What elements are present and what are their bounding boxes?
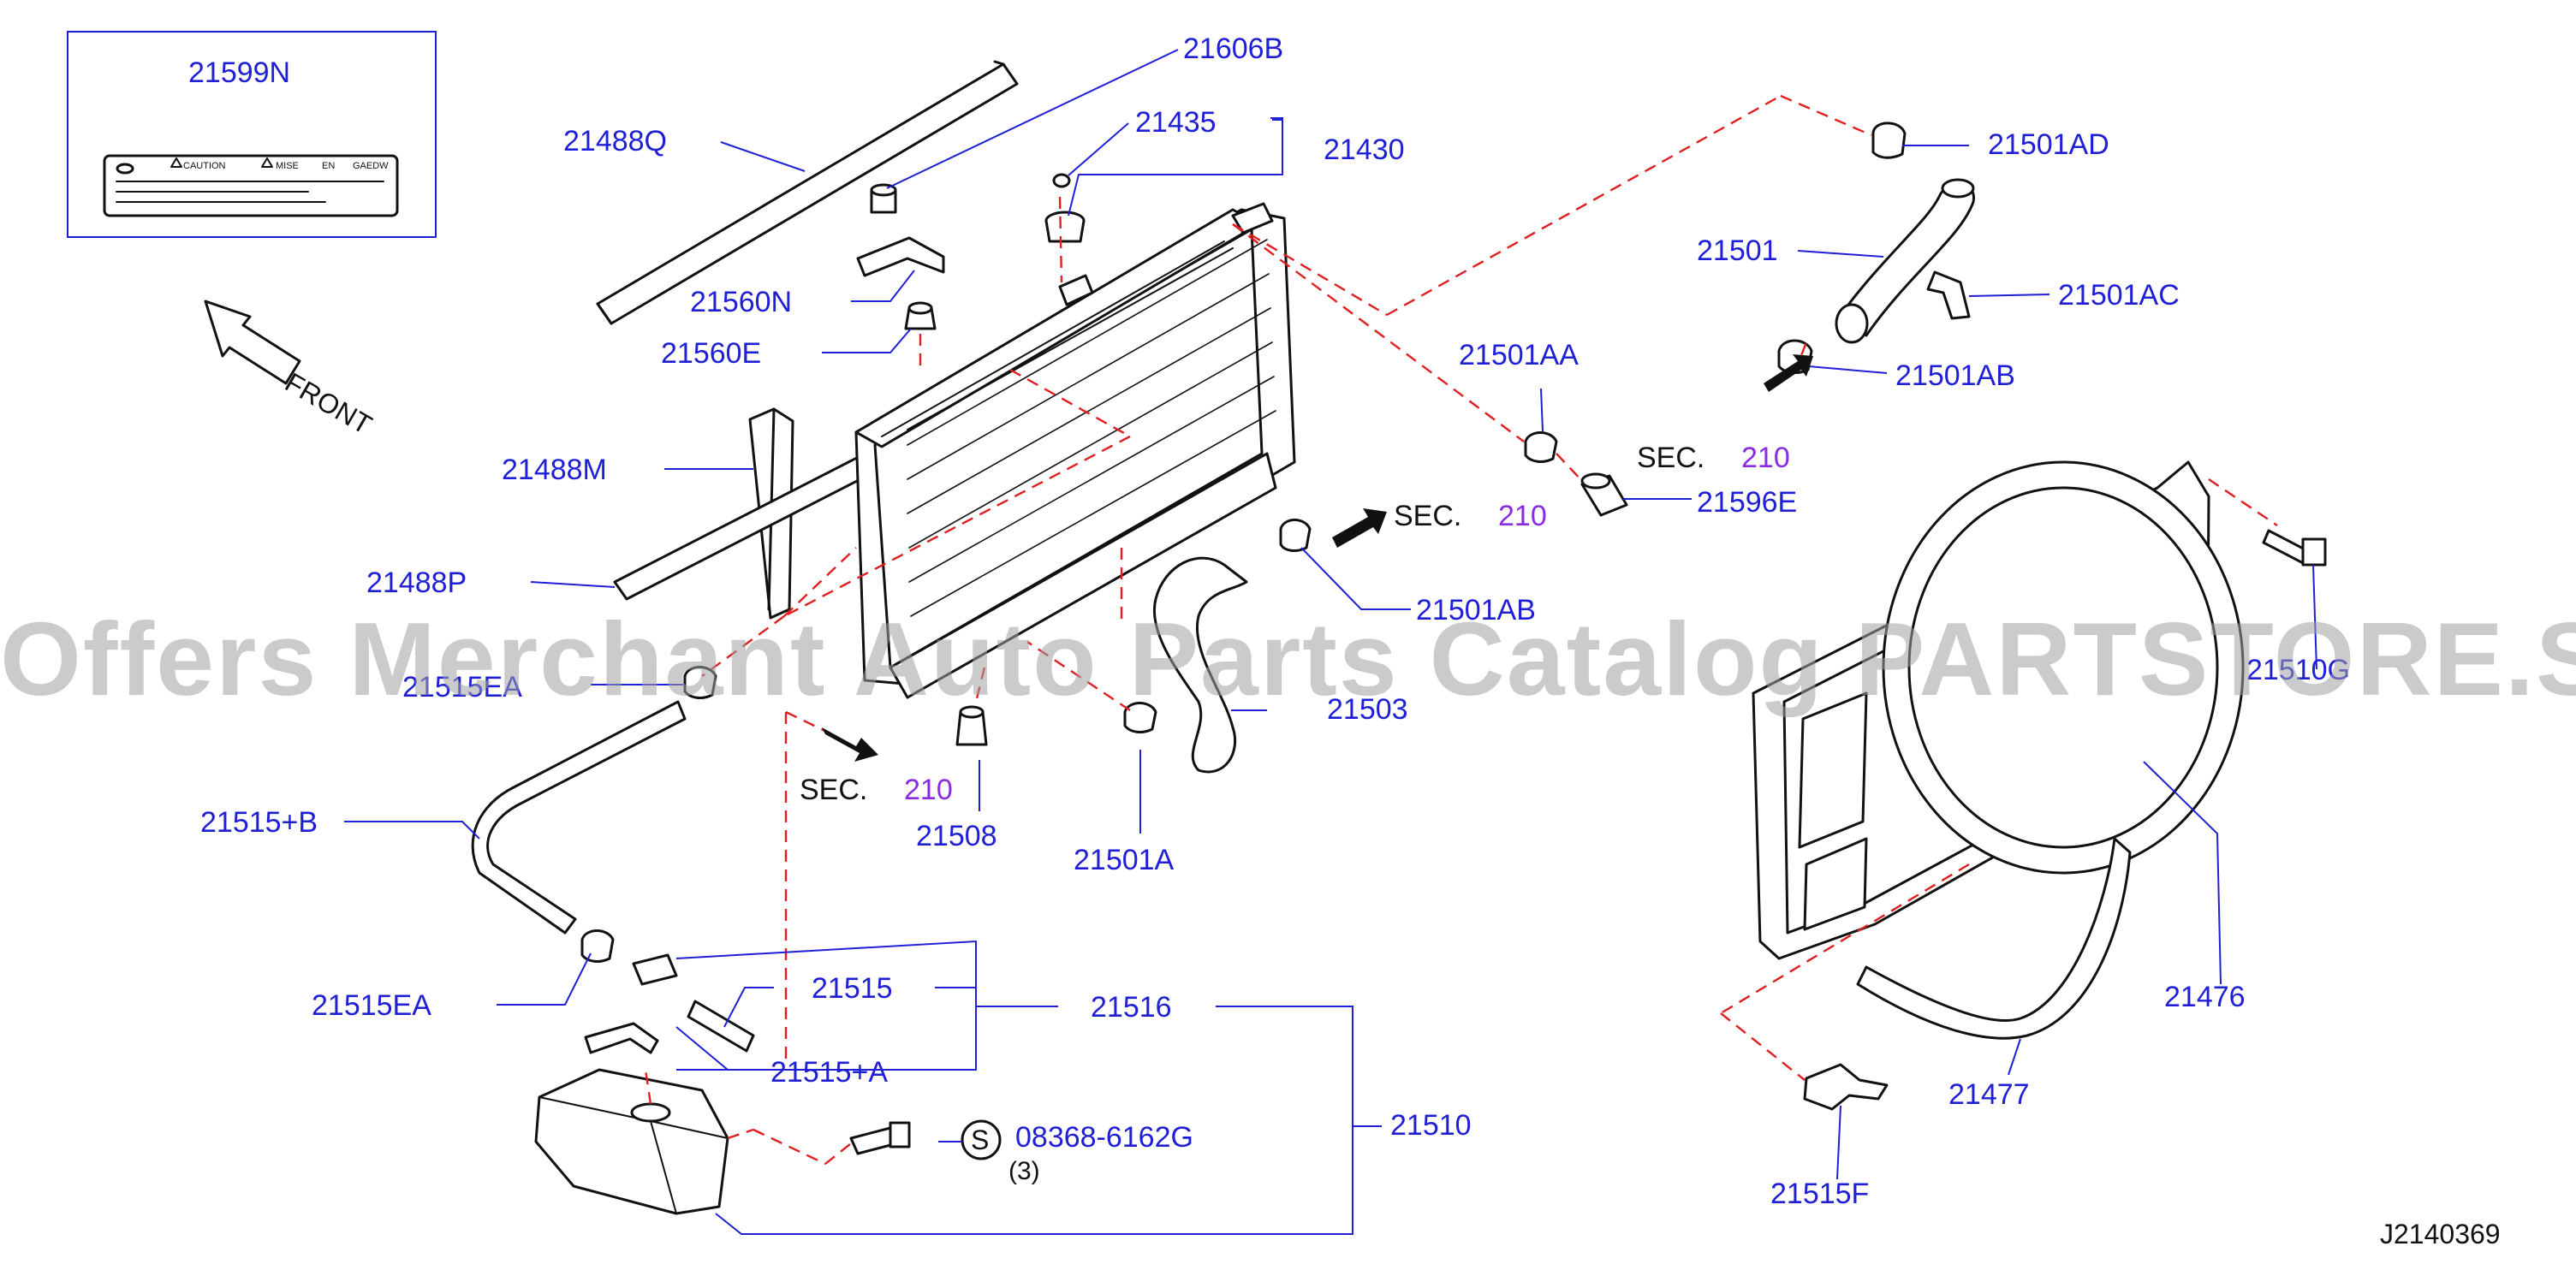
clamp-21515EA-lower — [580, 929, 615, 963]
drain-plug-21508 — [955, 705, 988, 746]
part-label-21435[interactable]: 21435 — [1135, 106, 1217, 139]
clamp-21501AC — [1926, 270, 1971, 320]
part-label-21488Q[interactable]: 21488Q — [563, 125, 667, 157]
part-label-21501AA[interactable]: 21501AA — [1459, 339, 1579, 371]
part-label-21501[interactable]: 21501 — [1697, 234, 1778, 267]
clamp-21515EA-upper — [683, 666, 717, 699]
upper-hose-21501 — [1835, 178, 1975, 344]
part-label-21501AB-upper[interactable]: 21501AB — [1895, 359, 2015, 392]
cap-21430 — [1044, 211, 1086, 243]
grommet-21560E — [904, 301, 937, 330]
part-label-21515+A[interactable]: 21515+A — [770, 1056, 889, 1089]
bracket-21560N — [856, 236, 945, 277]
part-label-21560N[interactable]: 21560N — [690, 286, 793, 318]
sec-ref-number-3[interactable]: 210 — [1741, 442, 1790, 474]
part-label-21501AD[interactable]: 21501AD — [1988, 128, 2109, 161]
bolt-quantity: (3) — [1008, 1157, 1040, 1185]
part-label-21560E[interactable]: 21560E — [661, 337, 762, 370]
label-sticker-frame — [67, 31, 437, 238]
hose-21515+B — [471, 700, 687, 935]
sticker-gaedw-text: GAEDW — [353, 161, 389, 171]
reservoir-tank-21510 — [534, 1068, 729, 1215]
clip-21515F — [1803, 1063, 1889, 1111]
sticker-en-text: EN — [322, 161, 336, 171]
sticker-caution-text: CAUTION — [183, 161, 226, 171]
sec-ref-number-2[interactable]: 210 — [904, 774, 953, 806]
part-label-21515[interactable]: 21515 — [812, 972, 893, 1005]
part-label-21515EA-upper[interactable]: 21515EA — [402, 671, 522, 703]
sec-ref-number-1[interactable]: 210 — [1498, 500, 1547, 532]
part-label-21510G[interactable]: 21510G — [2246, 654, 2350, 686]
part-label-21501A[interactable]: 21501A — [1074, 844, 1175, 876]
part-label-21606B[interactable]: 21606B — [1183, 33, 1284, 65]
part-label-21501AC[interactable]: 21501AC — [2058, 279, 2180, 312]
lower-hose-21503 — [1153, 556, 1248, 774]
part-label-21477[interactable]: 21477 — [1948, 1078, 2030, 1111]
clamp-21501AB-lower — [1279, 519, 1312, 552]
sticker-mise-text: MISE — [276, 161, 299, 171]
part-label-08368-6162G[interactable]: 08368-6162G — [1015, 1121, 1193, 1154]
part-label-21515EA-lower[interactable]: 21515EA — [312, 989, 431, 1022]
sec-ref-word-2: SEC. — [800, 774, 868, 806]
front-arrow-icon — [204, 300, 301, 385]
diagram-id: J2140369 — [2380, 1219, 2501, 1249]
part-label-21488P[interactable]: 21488P — [366, 567, 467, 599]
connector-21515 — [584, 953, 755, 1054]
clamp-21501AA — [1524, 431, 1558, 463]
part-label-21488M[interactable]: 21488M — [502, 454, 607, 486]
clamp-21501AD — [1871, 122, 1907, 159]
section-arrows — [822, 354, 1813, 762]
radiator-drawing — [854, 202, 1296, 699]
part-leader-lines — [344, 49, 2317, 1235]
part-label-21599N[interactable]: 21599N — [188, 56, 291, 89]
cap-21596E — [1580, 472, 1628, 517]
bolt-21510G — [2262, 529, 2327, 567]
part-label-21515+B[interactable]: 21515+B — [200, 806, 318, 839]
part-label-21510[interactable]: 21510 — [1390, 1109, 1472, 1142]
bolt-symbol-circle — [961, 1119, 1002, 1160]
label-sticker-drawing — [103, 154, 399, 217]
seal-21435 — [1052, 173, 1071, 188]
clamp-21501A — [1123, 702, 1157, 733]
part-label-21430[interactable]: 21430 — [1324, 134, 1405, 166]
bolt-symbol-s: S — [971, 1125, 990, 1155]
part-label-21476[interactable]: 21476 — [2164, 981, 2246, 1013]
part-label-21515F[interactable]: 21515F — [1770, 1178, 1870, 1210]
seal-strip-21488Q — [596, 60, 1019, 325]
sec-ref-word-1: SEC. — [1394, 500, 1462, 532]
bolt-08368-6162G — [849, 1121, 911, 1155]
sec-ref-word-3: SEC. — [1637, 442, 1705, 474]
part-label-21516[interactable]: 21516 — [1091, 991, 1172, 1024]
nut-21606B — [870, 183, 897, 214]
part-label-21503[interactable]: 21503 — [1327, 693, 1408, 726]
part-label-21501AB-lower[interactable]: 21501AB — [1416, 594, 1536, 626]
part-label-21508[interactable]: 21508 — [916, 820, 997, 852]
part-label-21596E[interactable]: 21596E — [1697, 486, 1798, 519]
fan-shroud-21476 — [1752, 460, 2245, 960]
lower-shroud-21477 — [1856, 837, 2132, 1040]
